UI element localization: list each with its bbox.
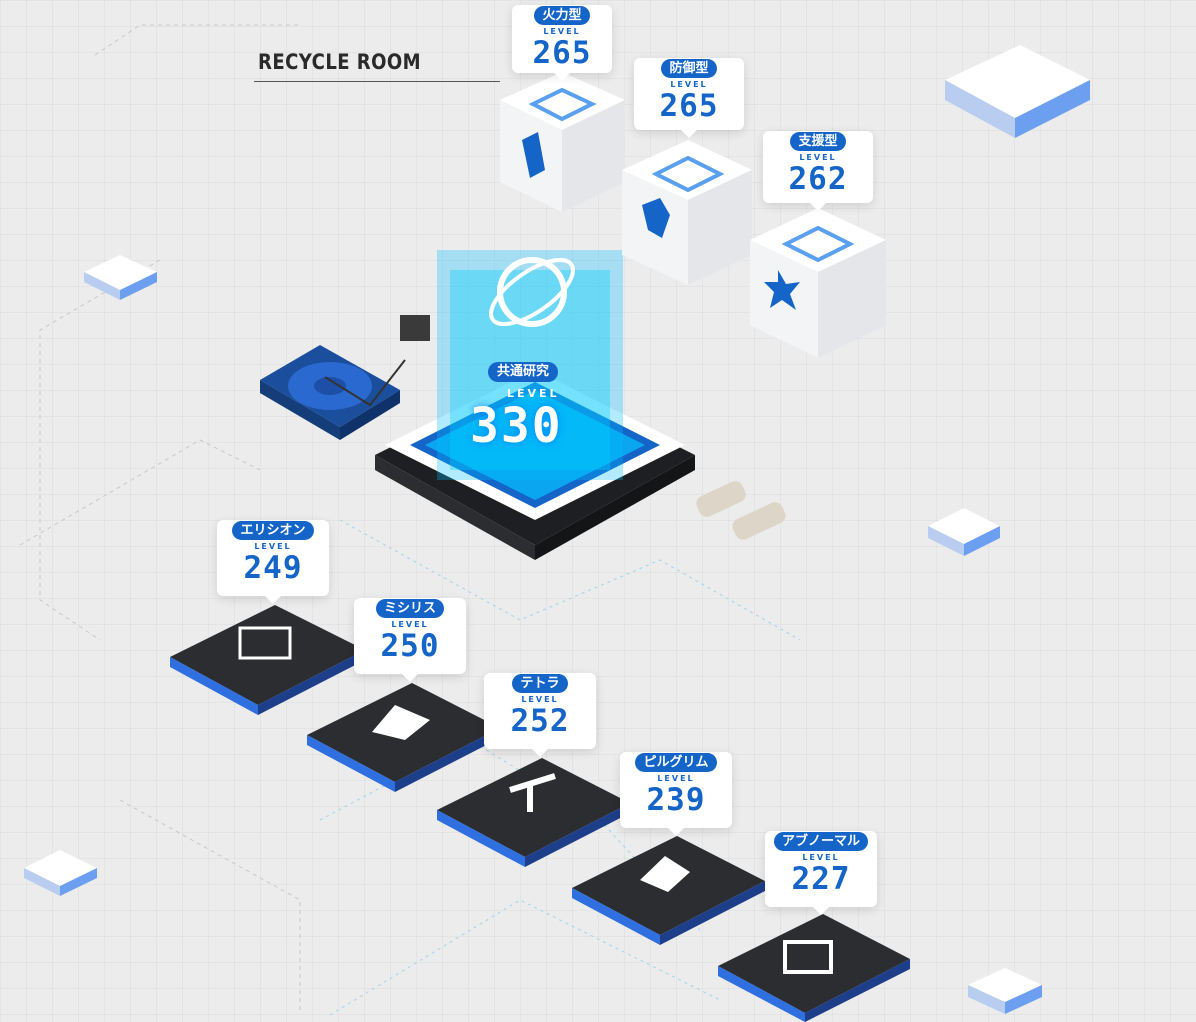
chip-elysion[interactable] — [170, 605, 365, 715]
chip-card-label: エリシオン — [232, 521, 314, 540]
support-star-icon — [764, 270, 800, 310]
chip-card-missilis[interactable]: ミシリス LEVEL 250 — [354, 598, 466, 682]
fire-arrow-icon — [522, 132, 545, 178]
abnormal-icon — [783, 940, 833, 974]
chip-card-elysion[interactable]: エリシオン LEVEL 249 — [217, 520, 329, 604]
cube-card-defense[interactable]: 防御型 LEVEL 265 — [634, 58, 744, 138]
central-unit-level: 330 — [470, 398, 563, 454]
chip-card-level-value: 227 — [791, 861, 851, 897]
decor-tile-bottom-left — [24, 850, 97, 896]
room-title: RECYCLE ROOM — [258, 50, 422, 74]
chip-card-tetra[interactable]: テトラ LEVEL 252 — [484, 673, 596, 757]
connector-plugs — [696, 481, 786, 540]
chip-card-label: ミシリス — [375, 599, 444, 618]
chip-tetra[interactable] — [437, 758, 630, 867]
shield-icon — [642, 198, 670, 238]
chip-card-level-label: LEVEL — [521, 695, 559, 704]
chip-pilgrim[interactable] — [572, 836, 765, 945]
cube-support[interactable] — [750, 208, 886, 358]
central-unit-label: 共通研究 — [488, 362, 559, 382]
cube-card-label: 火力型 — [534, 6, 590, 25]
chip-card-level-value: 252 — [510, 703, 570, 739]
cube-card-level-value: 265 — [659, 88, 719, 124]
decor-tile-bottom-right — [968, 968, 1042, 1014]
cube-card-level-value: 262 — [788, 161, 848, 197]
cube-card-level-label: LEVEL — [543, 27, 581, 36]
chip-card-level-label: LEVEL — [802, 853, 840, 862]
cube-card-level-value: 265 — [532, 35, 592, 71]
central-unit-level-label: LEVEL — [507, 387, 560, 400]
cube-card-fire[interactable]: 火力型 LEVEL 265 — [512, 5, 612, 81]
central-processor — [375, 250, 695, 560]
chip-card-level-value: 239 — [646, 782, 706, 818]
decor-tile-left — [84, 255, 157, 300]
cube-defense[interactable] — [622, 140, 752, 285]
cooling-fan-icon — [260, 315, 430, 440]
chip-card-abnormal[interactable]: アブノーマル LEVEL 227 — [765, 831, 877, 915]
window-grid-icon — [238, 626, 292, 660]
chip-card-level-value: 250 — [380, 628, 440, 664]
room-title-underline — [254, 81, 500, 82]
chip-card-level-label: LEVEL — [254, 542, 292, 551]
chip-card-pilgrim[interactable]: ピルグリム LEVEL 239 — [620, 752, 732, 836]
cube-card-level-label: LEVEL — [799, 153, 837, 162]
cube-card-level-label: LEVEL — [670, 80, 708, 89]
chip-card-label: ピルグリム — [635, 753, 717, 772]
cube-card-label: 防御型 — [661, 59, 717, 78]
cube-card-label: 支援型 — [790, 132, 846, 151]
chip-card-level-label: LEVEL — [391, 620, 429, 629]
chip-abnormal[interactable] — [718, 914, 910, 1022]
cube-fire[interactable] — [500, 72, 625, 212]
chip-card-level-label: LEVEL — [657, 774, 695, 783]
cube-card-support[interactable]: 支援型 LEVEL 262 — [763, 131, 873, 211]
missilis-icon — [372, 705, 430, 740]
chip-card-level-value: 249 — [243, 550, 303, 586]
chip-card-label: テトラ — [512, 674, 568, 693]
decor-tile-right — [928, 508, 1000, 556]
tetra-icon — [509, 773, 556, 812]
chip-missilis[interactable] — [307, 683, 500, 792]
pilgrim-icon — [640, 856, 690, 892]
chip-card-label: アブノーマル — [773, 832, 868, 851]
decor-tile-large — [945, 45, 1090, 138]
